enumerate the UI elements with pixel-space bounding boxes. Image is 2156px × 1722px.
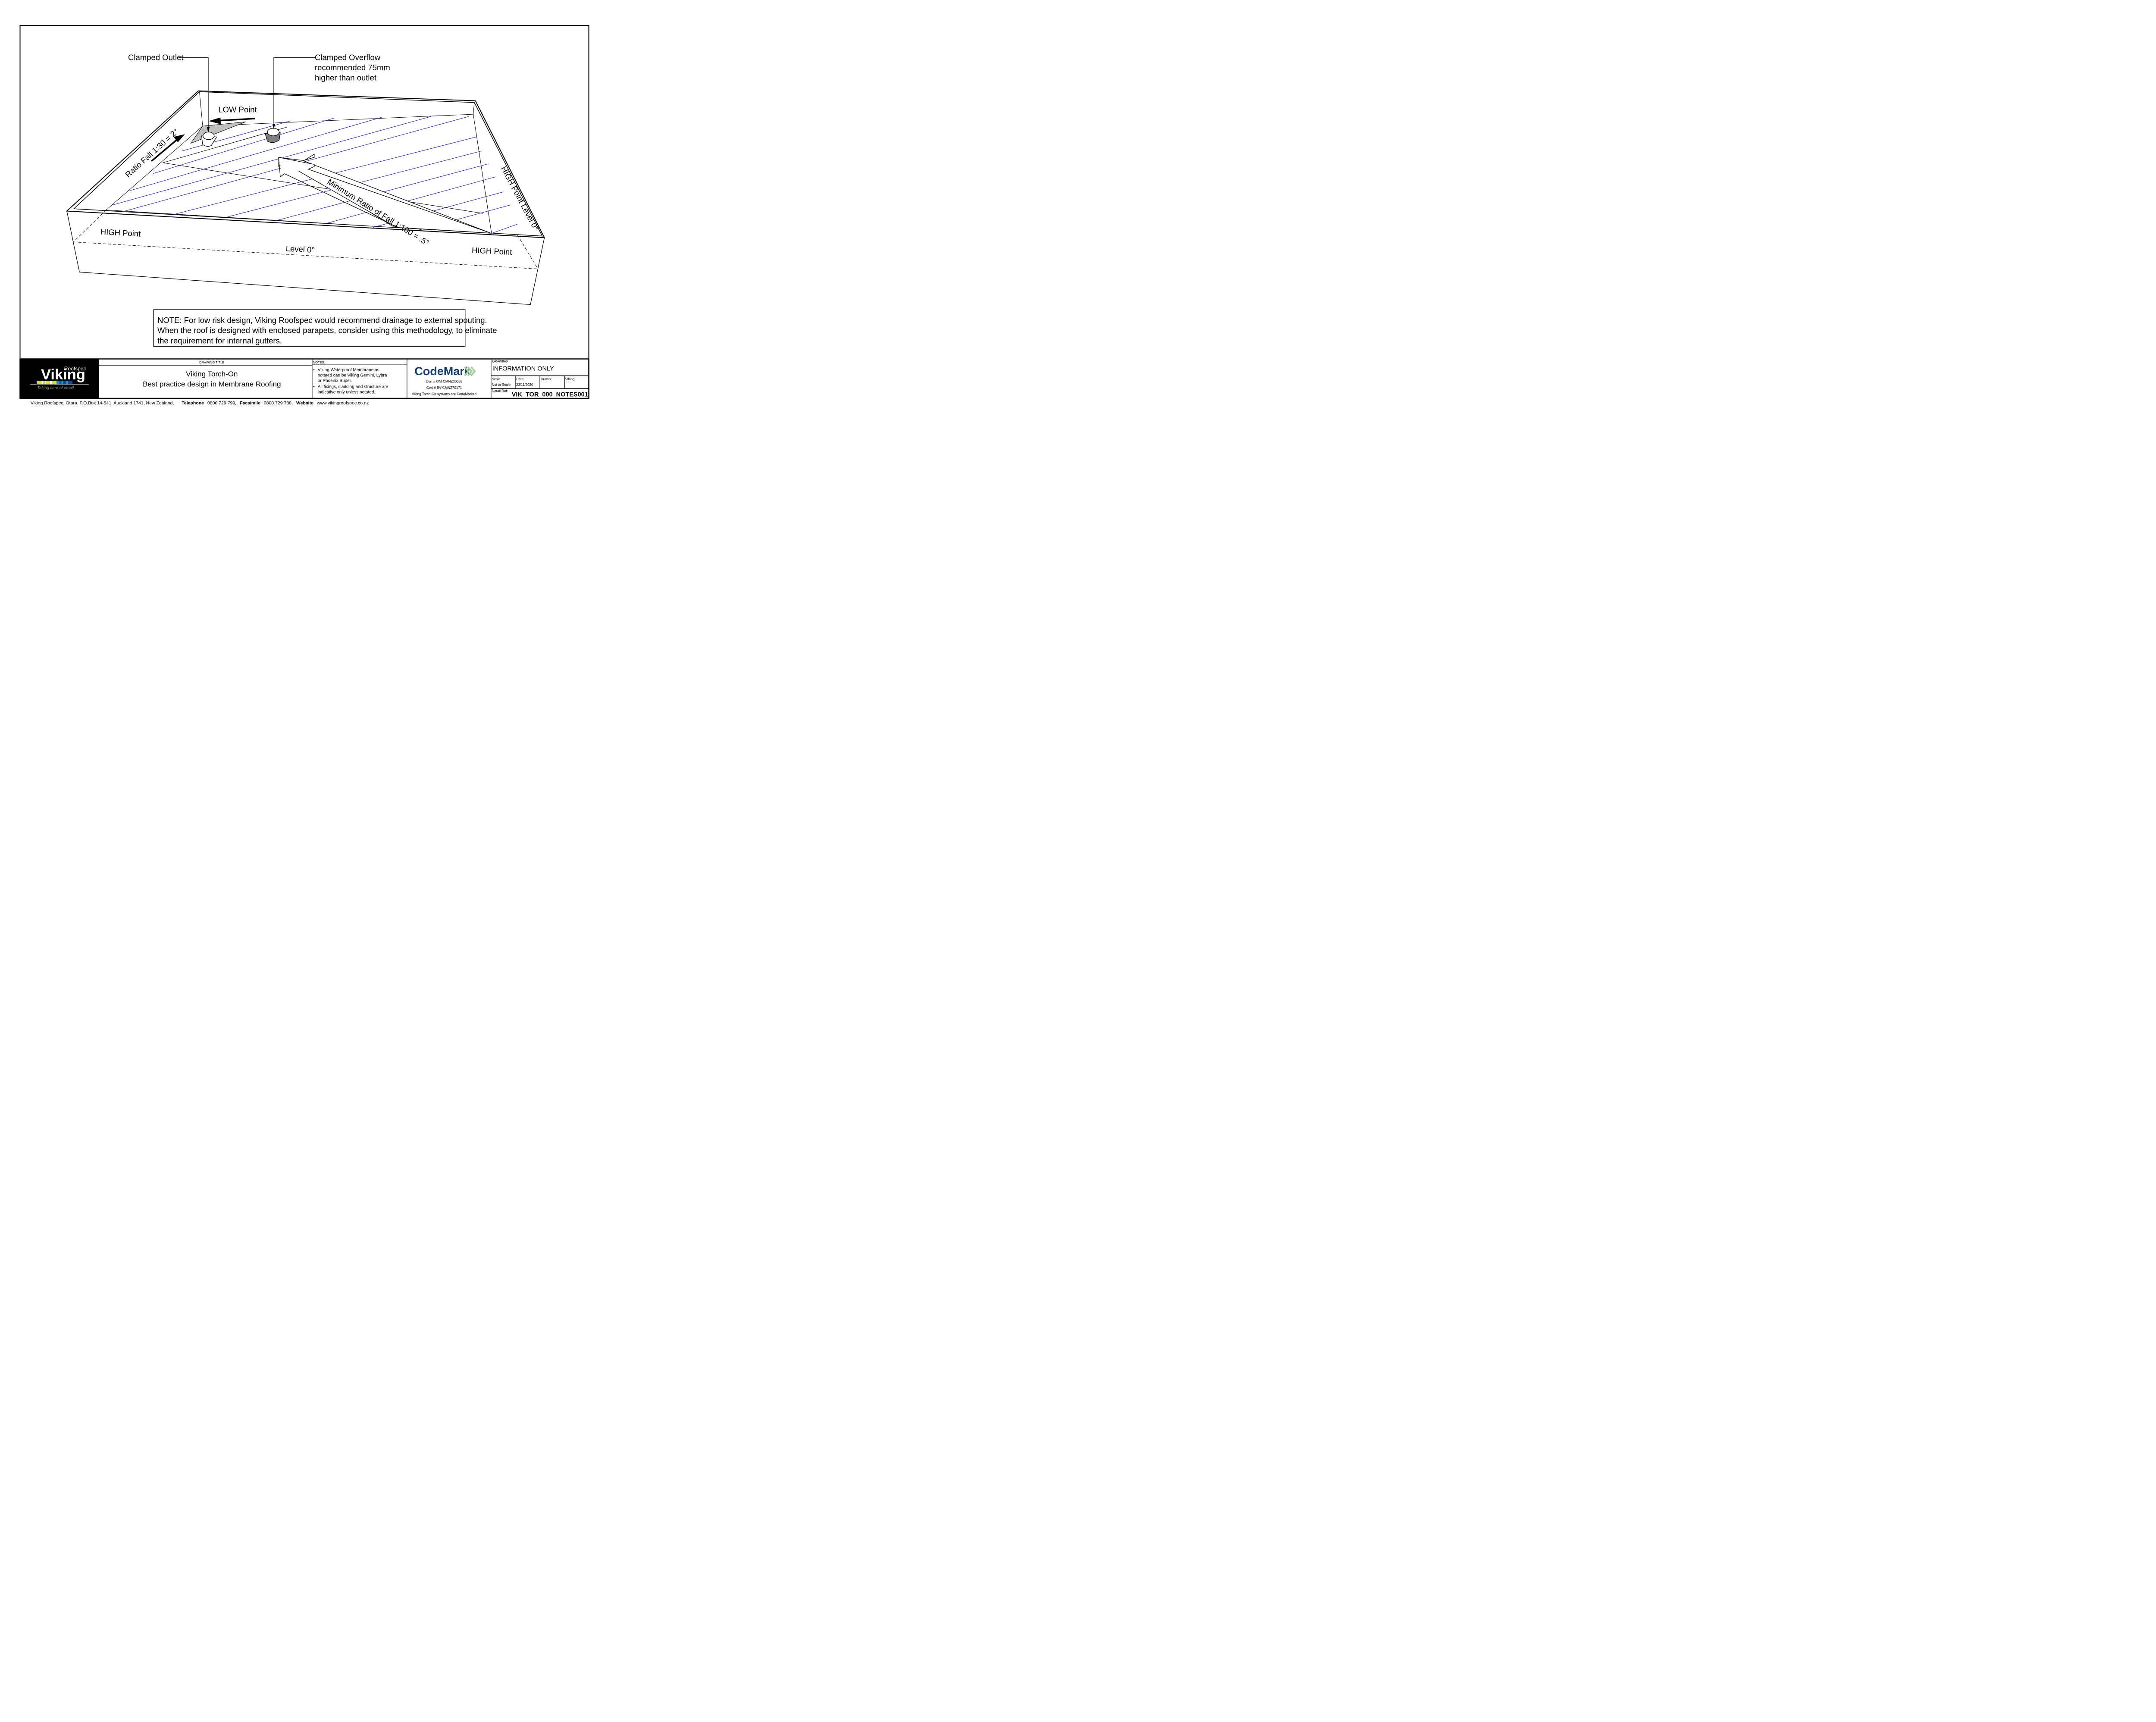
low-point-label: LOW Point [218,105,257,114]
svg-text:•: • [313,368,315,373]
drawing-title-label: DRAWING TITLE [199,360,224,364]
low-point-arrow [208,117,255,124]
clamped-overflow-label-2: recommended 75mm [315,63,390,72]
note-line-2: When the roof is designed with enclosed … [157,326,497,335]
notes-list: • Viking Waterproof Membrane as notated … [313,368,388,395]
clamped-overflow-label-3: higher than outlet [315,73,376,82]
notes-label: NOTES: [313,360,325,364]
scale-value: Not to Scale [492,383,511,387]
note-line-1: NOTE: For low risk design, Viking Roofsp… [157,316,487,325]
date-value: 23/11/2020 [516,383,533,387]
drawing-status: INFORMATION ONLY [492,366,554,373]
note-1-line-1: Viking Waterproof Membrane as [318,368,379,373]
footer-facsimile-label: Facsimile [240,401,260,406]
drawing-sheet: Clamped Outlet Clamped Overflow recommen… [0,0,609,431]
logo-stripes [37,381,73,384]
footer-address: Viking Roofspec, Otara, P.O.Box 14-541, … [31,401,174,406]
scale-label: Scale: [492,377,501,381]
date-label: Date: [516,377,524,381]
note-1-line-2: notated can be Viking Gemini, Lybra [318,373,387,378]
clamped-overflow-icon [265,128,281,143]
clamped-outlet-label: Clamped Outlet [128,53,184,62]
ratio-fall-arrow [151,134,185,162]
clamped-outlet-icon [201,131,217,147]
viking-logo: Viking Roofspec Taking care of detail [20,359,99,398]
svg-text:Viking Roofspec, Otara, P.O.Bo: Viking Roofspec, Otara, P.O.Box 14-541, … [31,401,369,406]
clamped-overflow-label-1: Clamped Overflow [315,53,381,62]
level-dashes [73,210,538,269]
leader-lines [178,57,315,131]
drawing-title-line-1: Viking Torch-On [186,370,238,378]
note-2-line-1: All fixings, cladding and structure are [318,385,389,389]
codemark-wordmark: CodeMark [414,365,471,378]
level-label: Level 0° [285,244,315,254]
cert-1: Cert # GM-CMNZ30092 [426,380,463,384]
codemark-logo: CodeMark [414,365,476,378]
minimum-fall-arrow [278,153,490,233]
detail-ref-value: VIK_TOR_000_NOTES001 [512,391,588,398]
logo-tagline: Taking care of detail [37,386,74,391]
codemark-statement: Viking Torch-On systems are CodeMarked [412,392,476,396]
footer-website-link[interactable]: www.vikingroofspec.co.nz [317,401,369,406]
svg-text:•: • [313,385,315,389]
drawing-title-line-2: Best practice design in Membrane Roofing [143,380,281,388]
high-point-right-label: HIGH Point [472,245,513,257]
title-block: Viking Roofspec Taking care of detail [19,358,589,399]
note-box: NOTE: For low risk design, Viking Roofsp… [153,309,497,347]
logo-brand: Viking [41,366,85,383]
footer-website-label: Website [296,401,313,406]
chevrons-icon [464,366,476,376]
note-2-line-2: indicative only unless notated. [318,390,375,395]
note-line-3: the requirement for internal gutters. [157,336,282,345]
footer-telephone: 0800 729 799, [207,401,236,406]
cert-2: Cert # BV-CMNZ70171 [426,386,462,390]
logo-sub: Roofspec [64,366,86,372]
drawing-label: DRAWING [492,360,508,363]
roof-diagram: Clamped Outlet Clamped Overflow recommen… [66,53,545,305]
footer-telephone-label: Telephone [182,401,204,406]
high-point-left-label: HIGH Point [100,227,141,238]
detail-ref-label: Detail Ref: [492,389,508,393]
note-1-line-3: or Phoenix Super. [318,379,352,383]
footer-facsimile: 0800 729 788, [264,401,293,406]
drawn-value: Viking [565,377,575,381]
footer: Viking Roofspec, Otara, P.O.Box 14-541, … [31,401,369,406]
drawn-label: Drawn: [541,377,552,381]
